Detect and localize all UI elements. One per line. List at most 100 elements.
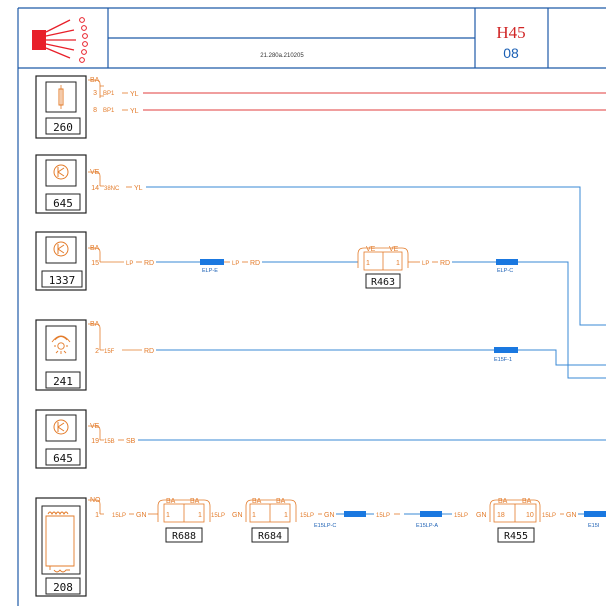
coil-icon [45,511,75,573]
ground-label: NO [90,497,101,504]
wire-645-a: VE 14 38NC YL [88,169,606,326]
wire-241: BA 2 15F RD E15F-1 [88,321,606,366]
wire-color: GN [324,512,335,519]
wire-code: 15LP [211,513,225,519]
relay-pin: 1 [396,260,400,267]
switch-icon [53,241,69,257]
wire-code: 15LP [542,513,556,519]
wire-code: BP1 [103,91,115,97]
pin-label: 15 [91,260,99,267]
wire-code: LP [126,261,133,267]
relay-label: BA [252,498,262,505]
component-id: 260 [53,121,73,134]
relay-label: BA [276,498,286,505]
component-645: 645 [35,154,87,214]
relay-label: VE [366,246,376,253]
inline-connector [200,259,224,265]
relay-R463: VE VE 1 1 R463 [357,246,409,289]
relay-id: R463 [371,277,395,288]
wire-code: 15F [104,349,115,355]
relay-pin: 1 [284,512,288,519]
wire-color: RD [144,260,154,267]
wire-color: SB [126,438,136,445]
connector-label: E15I [588,523,600,529]
relay-pin: 1 [366,260,370,267]
wire-color: GN [136,512,147,519]
wire-color: YL [130,108,139,115]
wire-260: BA 3 8 BP1 BP1 YL YL [88,77,606,115]
wire-code: 15LP [454,513,468,519]
relay-pin: 10 [526,512,534,519]
component-id: 241 [53,375,73,388]
header-code-top: H45 [496,23,525,42]
component-645: 645 [35,409,87,469]
relay-R455: BA BA 18 10 R455 [489,498,541,543]
pin-label: 2 [95,348,99,355]
inline-connector [584,511,606,517]
relay-label: BA [522,498,532,505]
lamp-icon [51,335,71,354]
relay-label: BA [166,498,176,505]
relay-R688: BA BA 1 1 R688 [157,498,211,543]
component-id: 645 [53,452,73,465]
component-260: 260 [35,75,87,139]
component-id: 208 [53,581,73,594]
wire-code: 15LP [300,513,314,519]
wire-code: 38NC [104,186,120,192]
connector-label: ELP-C [497,268,513,274]
relay-id: R688 [172,531,196,542]
relay-pin: 1 [198,512,202,519]
header-code-bottom: 08 [503,45,519,61]
wire-color: GN [566,512,577,519]
inline-connector [494,347,518,353]
relay-pin: 18 [497,512,505,519]
wire-color: RD [144,348,154,355]
wire-color: RD [440,260,450,267]
connector-label: E15LP-A [416,523,438,529]
wire-color: GN [232,512,243,519]
wire-1337: BA 15 LP RD ELP-E LP RD VE VE 1 1 R463 L… [88,245,606,379]
wire-645-b: VE 19 15B SB [88,423,606,445]
wire-color: YL [134,185,143,192]
wire-color: YL [130,91,139,98]
ground-label: BA [90,321,100,328]
relay-label: VE [389,246,399,253]
wire-code: 15LP [112,513,126,519]
wire-code: LP [422,261,429,267]
component-id: 1337 [49,274,76,287]
switch-icon [53,164,69,180]
wire-color: GN [476,512,487,519]
relay-label: BA [190,498,200,505]
inline-connector [496,259,518,265]
component-id: 645 [53,197,73,210]
wire-code: BP1 [103,108,115,114]
wire-color: RD [250,260,260,267]
relay-pin: 1 [166,512,170,519]
ground-label: VE [90,423,100,430]
ground-label: VE [90,169,100,176]
connector-label: E15F-1 [494,357,512,363]
pin-label: 14 [91,185,99,192]
doc-ref: 21.280a.210205 [260,53,304,59]
pin-label: 19 [91,438,99,445]
relay-id: R455 [504,531,528,542]
connector-label: ELP-E [202,268,218,274]
switch-icon [53,419,69,435]
component-241: 241 [35,319,87,391]
ground-label: BA [90,245,100,252]
component-1337: 1337 [35,231,87,291]
inline-connector [420,511,442,517]
fuse-icon [58,85,64,109]
wire-code: 15B [104,439,115,445]
connector-label: E15LP-C [314,523,336,529]
ground-label: BA [90,77,100,84]
wire-208: NO 1 15LP GN BA BA 1 1 R688 15LP GN BA B… [88,497,606,543]
relay-label: BA [498,498,508,505]
connector-symbol-icon [32,17,88,63]
relay-R684: BA BA 1 1 R684 [245,498,297,543]
relay-pin: 1 [252,512,256,519]
frame [17,7,606,606]
wire-code: 15LP [376,513,390,519]
pin-label: 3 [93,90,97,97]
